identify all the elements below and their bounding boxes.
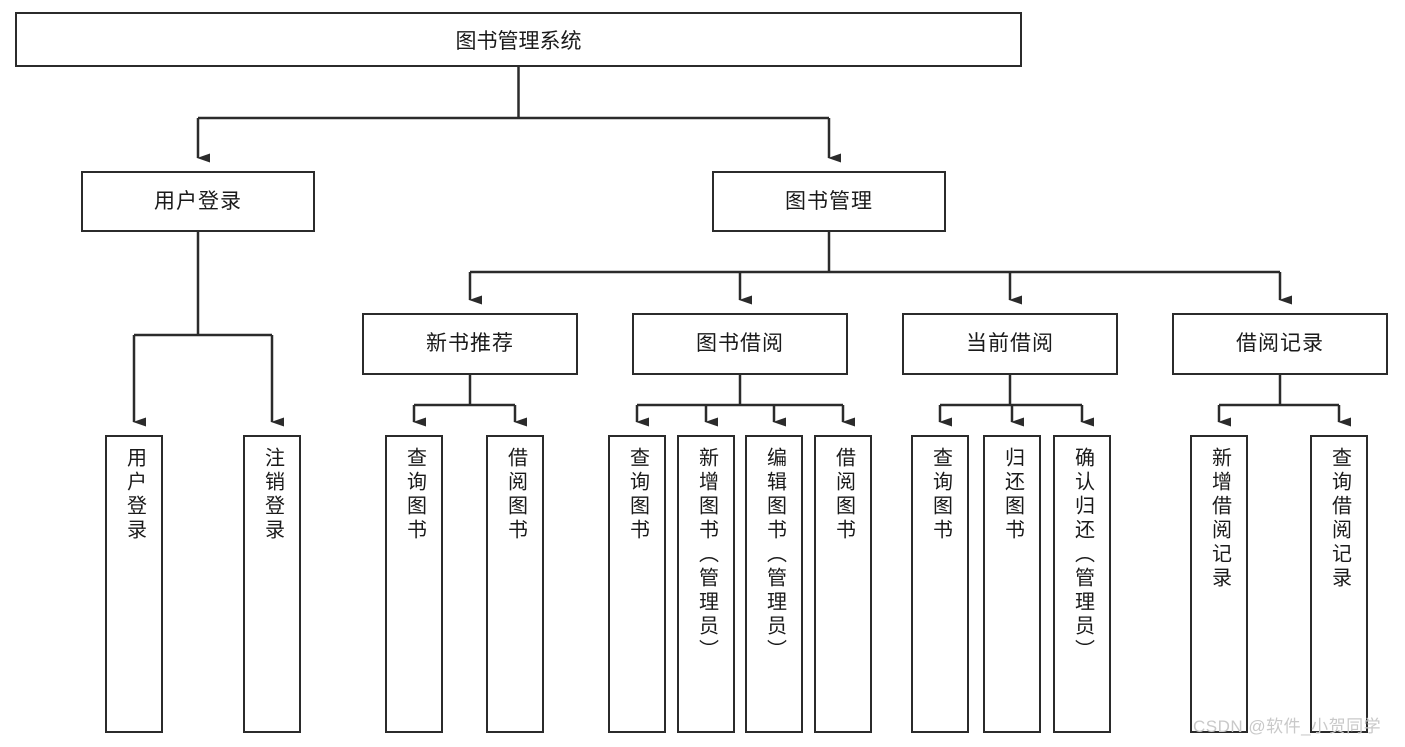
watermark: CSDN @软件_小贺同学 xyxy=(1193,717,1382,736)
node-label: 图书借阅 xyxy=(696,332,784,356)
node-label: 图书管理系统 xyxy=(455,29,582,53)
node-label: 用户登录 xyxy=(123,447,146,543)
node-label: 查询借阅记录 xyxy=(1328,447,1351,591)
node-root[interactable]: 图书管理系统 xyxy=(15,12,1022,67)
node-label: 查询图书 xyxy=(929,447,952,543)
leaf-search-book-current[interactable]: 查询图书 xyxy=(911,435,969,733)
leaf-search-borrow-record[interactable]: 查询借阅记录 xyxy=(1310,435,1368,733)
leaf-edit-book-admin[interactable]: 编辑图书（管理员） xyxy=(745,435,803,733)
node-label: 借阅图书 xyxy=(832,447,855,543)
node-current-borrow[interactable]: 当前借阅 xyxy=(902,313,1118,375)
leaf-search-book-borrow[interactable]: 查询图书 xyxy=(608,435,666,733)
node-label: 新书推荐 xyxy=(426,332,514,356)
node-label: 当前借阅 xyxy=(966,332,1054,356)
node-label: 图书管理 xyxy=(785,189,873,213)
leaf-user-login[interactable]: 用户登录 xyxy=(105,435,163,733)
leaf-return-book[interactable]: 归还图书 xyxy=(983,435,1041,733)
node-label: 注销登录 xyxy=(261,447,284,543)
leaf-borrow-book[interactable]: 借阅图书 xyxy=(814,435,872,733)
leaf-add-borrow-record[interactable]: 新增借阅记录 xyxy=(1190,435,1248,733)
node-label: 用户登录 xyxy=(154,189,242,213)
leaf-add-book-admin[interactable]: 新增图书（管理员） xyxy=(677,435,735,733)
node-label: 借阅图书 xyxy=(504,447,527,543)
node-label: 新增图书（管理员） xyxy=(695,447,718,663)
node-label: 归还图书 xyxy=(1001,447,1024,543)
node-new-book-recommend[interactable]: 新书推荐 xyxy=(362,313,578,375)
node-label: 编辑图书（管理员） xyxy=(763,447,786,663)
leaf-confirm-return-admin[interactable]: 确认归还（管理员） xyxy=(1053,435,1111,733)
node-label: 确认归还（管理员） xyxy=(1071,447,1094,663)
node-book-borrow[interactable]: 图书借阅 xyxy=(632,313,848,375)
node-label: 新增借阅记录 xyxy=(1208,447,1231,591)
leaf-borrow-book-recommend[interactable]: 借阅图书 xyxy=(486,435,544,733)
leaf-user-logout[interactable]: 注销登录 xyxy=(243,435,301,733)
node-label: 借阅记录 xyxy=(1236,332,1324,356)
node-user-login[interactable]: 用户登录 xyxy=(81,171,315,232)
node-label: 查询图书 xyxy=(403,447,426,543)
node-borrow-record[interactable]: 借阅记录 xyxy=(1172,313,1388,375)
node-book-management[interactable]: 图书管理 xyxy=(712,171,946,232)
node-label: 查询图书 xyxy=(626,447,649,543)
leaf-search-book-recommend[interactable]: 查询图书 xyxy=(385,435,443,733)
